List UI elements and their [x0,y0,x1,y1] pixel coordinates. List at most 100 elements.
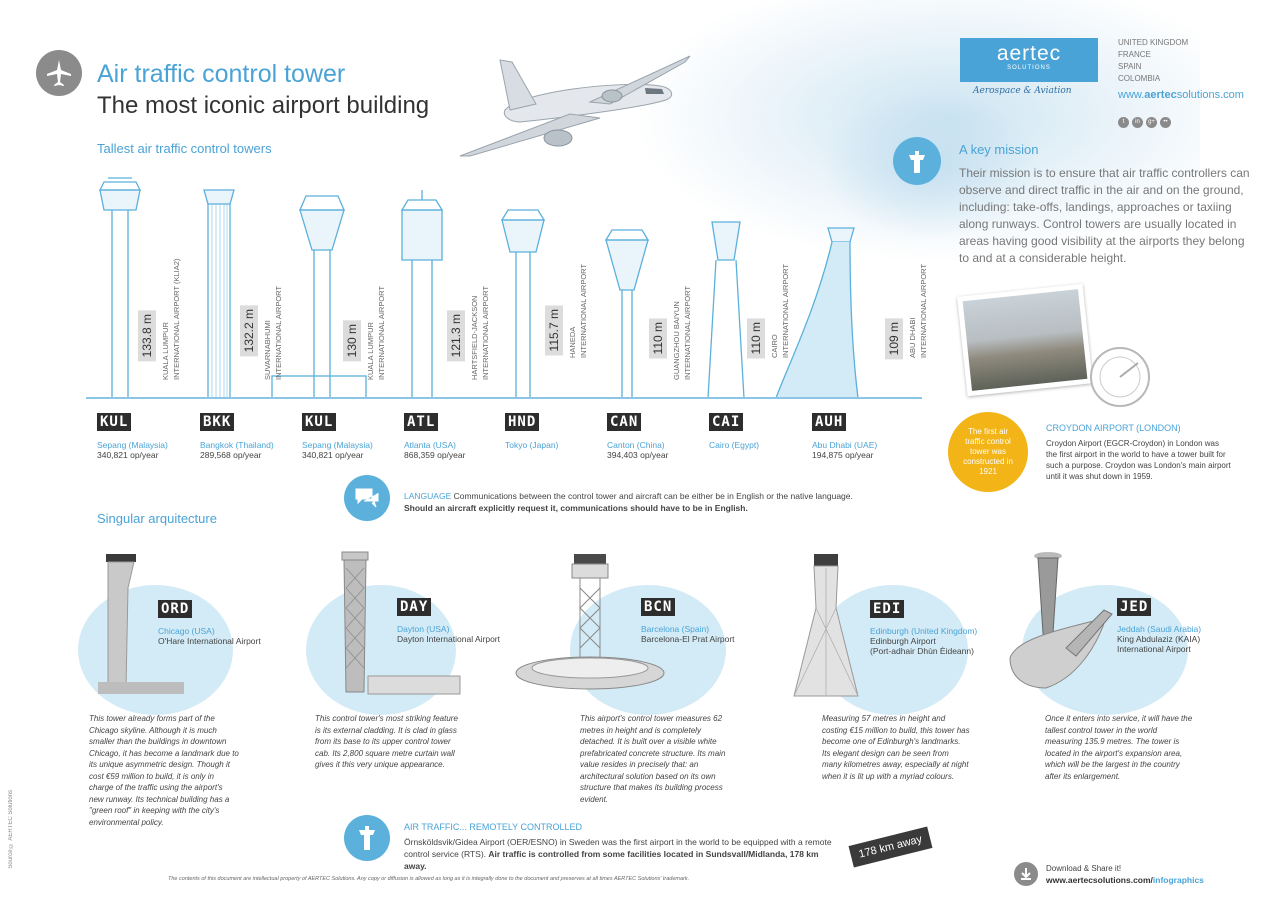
distance-badge: 178 km away [848,826,933,868]
control-tower-icon [893,137,941,185]
tower-ops: 394,403 op/year [607,450,669,460]
flickr-icon[interactable]: •• [1160,117,1171,128]
tower-info: AUH Abu Dhabi (UAE) 194,875 op/year [812,413,877,460]
singular-airport: O'Hare International Airport [158,636,261,646]
singular-airport: Dayton International Airport [397,634,501,644]
singular-description: Once it enters into service, it will hav… [1045,714,1193,781]
tower-height: 110 m [747,318,765,359]
singular-item: ORD Chicago (USA) O'Hare International A… [158,600,261,646]
website-link[interactable]: www.aertecsolutions.com [1118,89,1244,101]
tower-info: BKK Bangkok (Thailand) 289,568 op/year [200,413,274,460]
remote-text: Örnsköldsvik/Gidea Airport (OER/ESNO) in… [404,837,832,871]
twitter-icon[interactable]: t [1118,117,1129,128]
download-label: Download & Share it! [1046,864,1122,873]
tower-height: 132.2 m [240,305,258,357]
singular-city: Edinburgh (United Kingdom) [870,626,978,636]
singular-section-title: Singular arquitecture [97,511,217,526]
airport-code: CAN [607,413,642,431]
tower-ops: 289,568 op/year [200,450,262,460]
source-note: Source © AERTEC Solutions [8,790,14,869]
singular-city: Jeddah (Saudi Arabia) [1117,624,1202,634]
country: COLOMBIA [1118,74,1161,83]
tower-info: KUL Sepang (Malaysia) 340,821 op/year [302,413,373,460]
brand-tagline: Aerospace & Aviation [973,86,1072,96]
first-tower-badge: The first air traffic control tower was … [948,412,1028,492]
tallest-section-title: Tallest air traffic control towers [97,141,272,156]
tower-info: ATL Atlanta (USA) 868,359 op/year [404,413,465,460]
mission-text: Their mission is to ensure that air traf… [959,166,1250,265]
chat-icon [344,475,390,521]
tower-info: CAN Canton (China) 394,403 op/year [607,413,668,460]
airport-code: KUL [97,413,132,431]
download-icon[interactable] [1014,862,1038,886]
radar-icon [1090,347,1150,407]
singular-description: This airport's control tower measures 62… [580,714,726,804]
airplane-illustration [459,55,691,157]
singular-description: This control tower's most striking featu… [315,714,458,769]
brand-logo[interactable]: aertec SOLUTIONS [960,38,1098,82]
page-subtitle: The most iconic airport building [97,92,430,119]
tower-city: Tokyo (Japan) [505,440,559,450]
tower-ops: 194,875 op/year [812,450,874,460]
bcn-tower-drawing [515,554,665,690]
singular-city: Barcelona (Spain) [641,624,710,634]
language-text: LANGUAGE Communications between the cont… [404,491,853,513]
airport-code: JED [1117,598,1152,616]
brand-logo-text: aertec [996,42,1062,65]
airport-code: EDI [870,600,905,618]
plane-icon [36,50,82,96]
tower-city: Bangkok (Thailand) [200,440,274,450]
legal-notice: The contents of this document are intell… [168,876,690,882]
tower-info: KUL Sepang (Malaysia) 340,821 op/year [97,413,168,460]
singular-airport-alt: (Port-adhair Dhùn Èideann) [870,646,974,656]
airport-code: ATL [404,413,439,431]
country: SPAIN [1118,62,1142,71]
infographics-link[interactable]: www.aertecsolutions.com/infographics [1046,875,1204,885]
ground-line [86,397,922,399]
singular-airport: Edinburgh Airport [870,636,936,646]
singular-airport-alt: International Airport [1117,644,1191,654]
tower-info: HND Tokyo (Japan) [505,413,558,450]
singular-airport: King Abdulaziz (KAIA) [1117,634,1201,644]
singular-item: JED Jeddah (Saudi Arabia) King Abdulaziz… [1117,598,1201,654]
ord-tower-drawing [98,554,184,694]
airport-code: KUL [302,413,337,431]
country: UNITED KINGDOM [1118,38,1189,47]
singular-city: Dayton (USA) [397,624,450,634]
tower-city: Abu Dhabi (UAE) [812,440,878,450]
countries-list: UNITED KINGDOM FRANCE SPAIN COLOMBIA [1118,37,1188,85]
tower-info: CAI Cairo (Egypt) [709,413,759,450]
croydon-text: Croydon Airport (EGCR-Croydon) in London… [1046,439,1231,481]
tower-height: 110 m [649,318,667,359]
mission-title: A key mission [959,142,1039,157]
day-tower-drawing [341,551,461,695]
jed-tower-drawing [1009,552,1113,689]
tower-height: 115.7 m [545,305,563,356]
tower-city: Cairo (Egypt) [709,440,760,450]
remote-tower-icon [344,815,390,861]
googleplus-icon[interactable]: g+ [1146,117,1157,128]
tower-city: Sepang (Malaysia) [97,440,168,450]
tower-height: 133.8 m [138,310,156,362]
page-title: Air traffic control tower [97,60,346,88]
tower-height: 109 m [885,318,903,360]
tower-ops: 340,821 op/year [97,450,159,460]
tower-ops: 868,359 op/year [404,450,466,460]
linkedin-icon[interactable]: in [1132,117,1143,128]
singular-description: Measuring 57 metres in height and costin… [822,714,970,781]
singular-city: Chicago (USA) [158,626,215,636]
airport-code: ORD [158,600,193,618]
singular-item: DAY Dayton (USA) Dayton International Ai… [397,598,500,644]
airport-code: BKK [200,413,235,431]
towers-illustration [98,177,859,399]
airport-code: HND [505,413,540,431]
tower-city: Atlanta (USA) [404,440,456,450]
singular-item: EDI Edinburgh (United Kingdom) Edinburgh… [870,600,977,656]
